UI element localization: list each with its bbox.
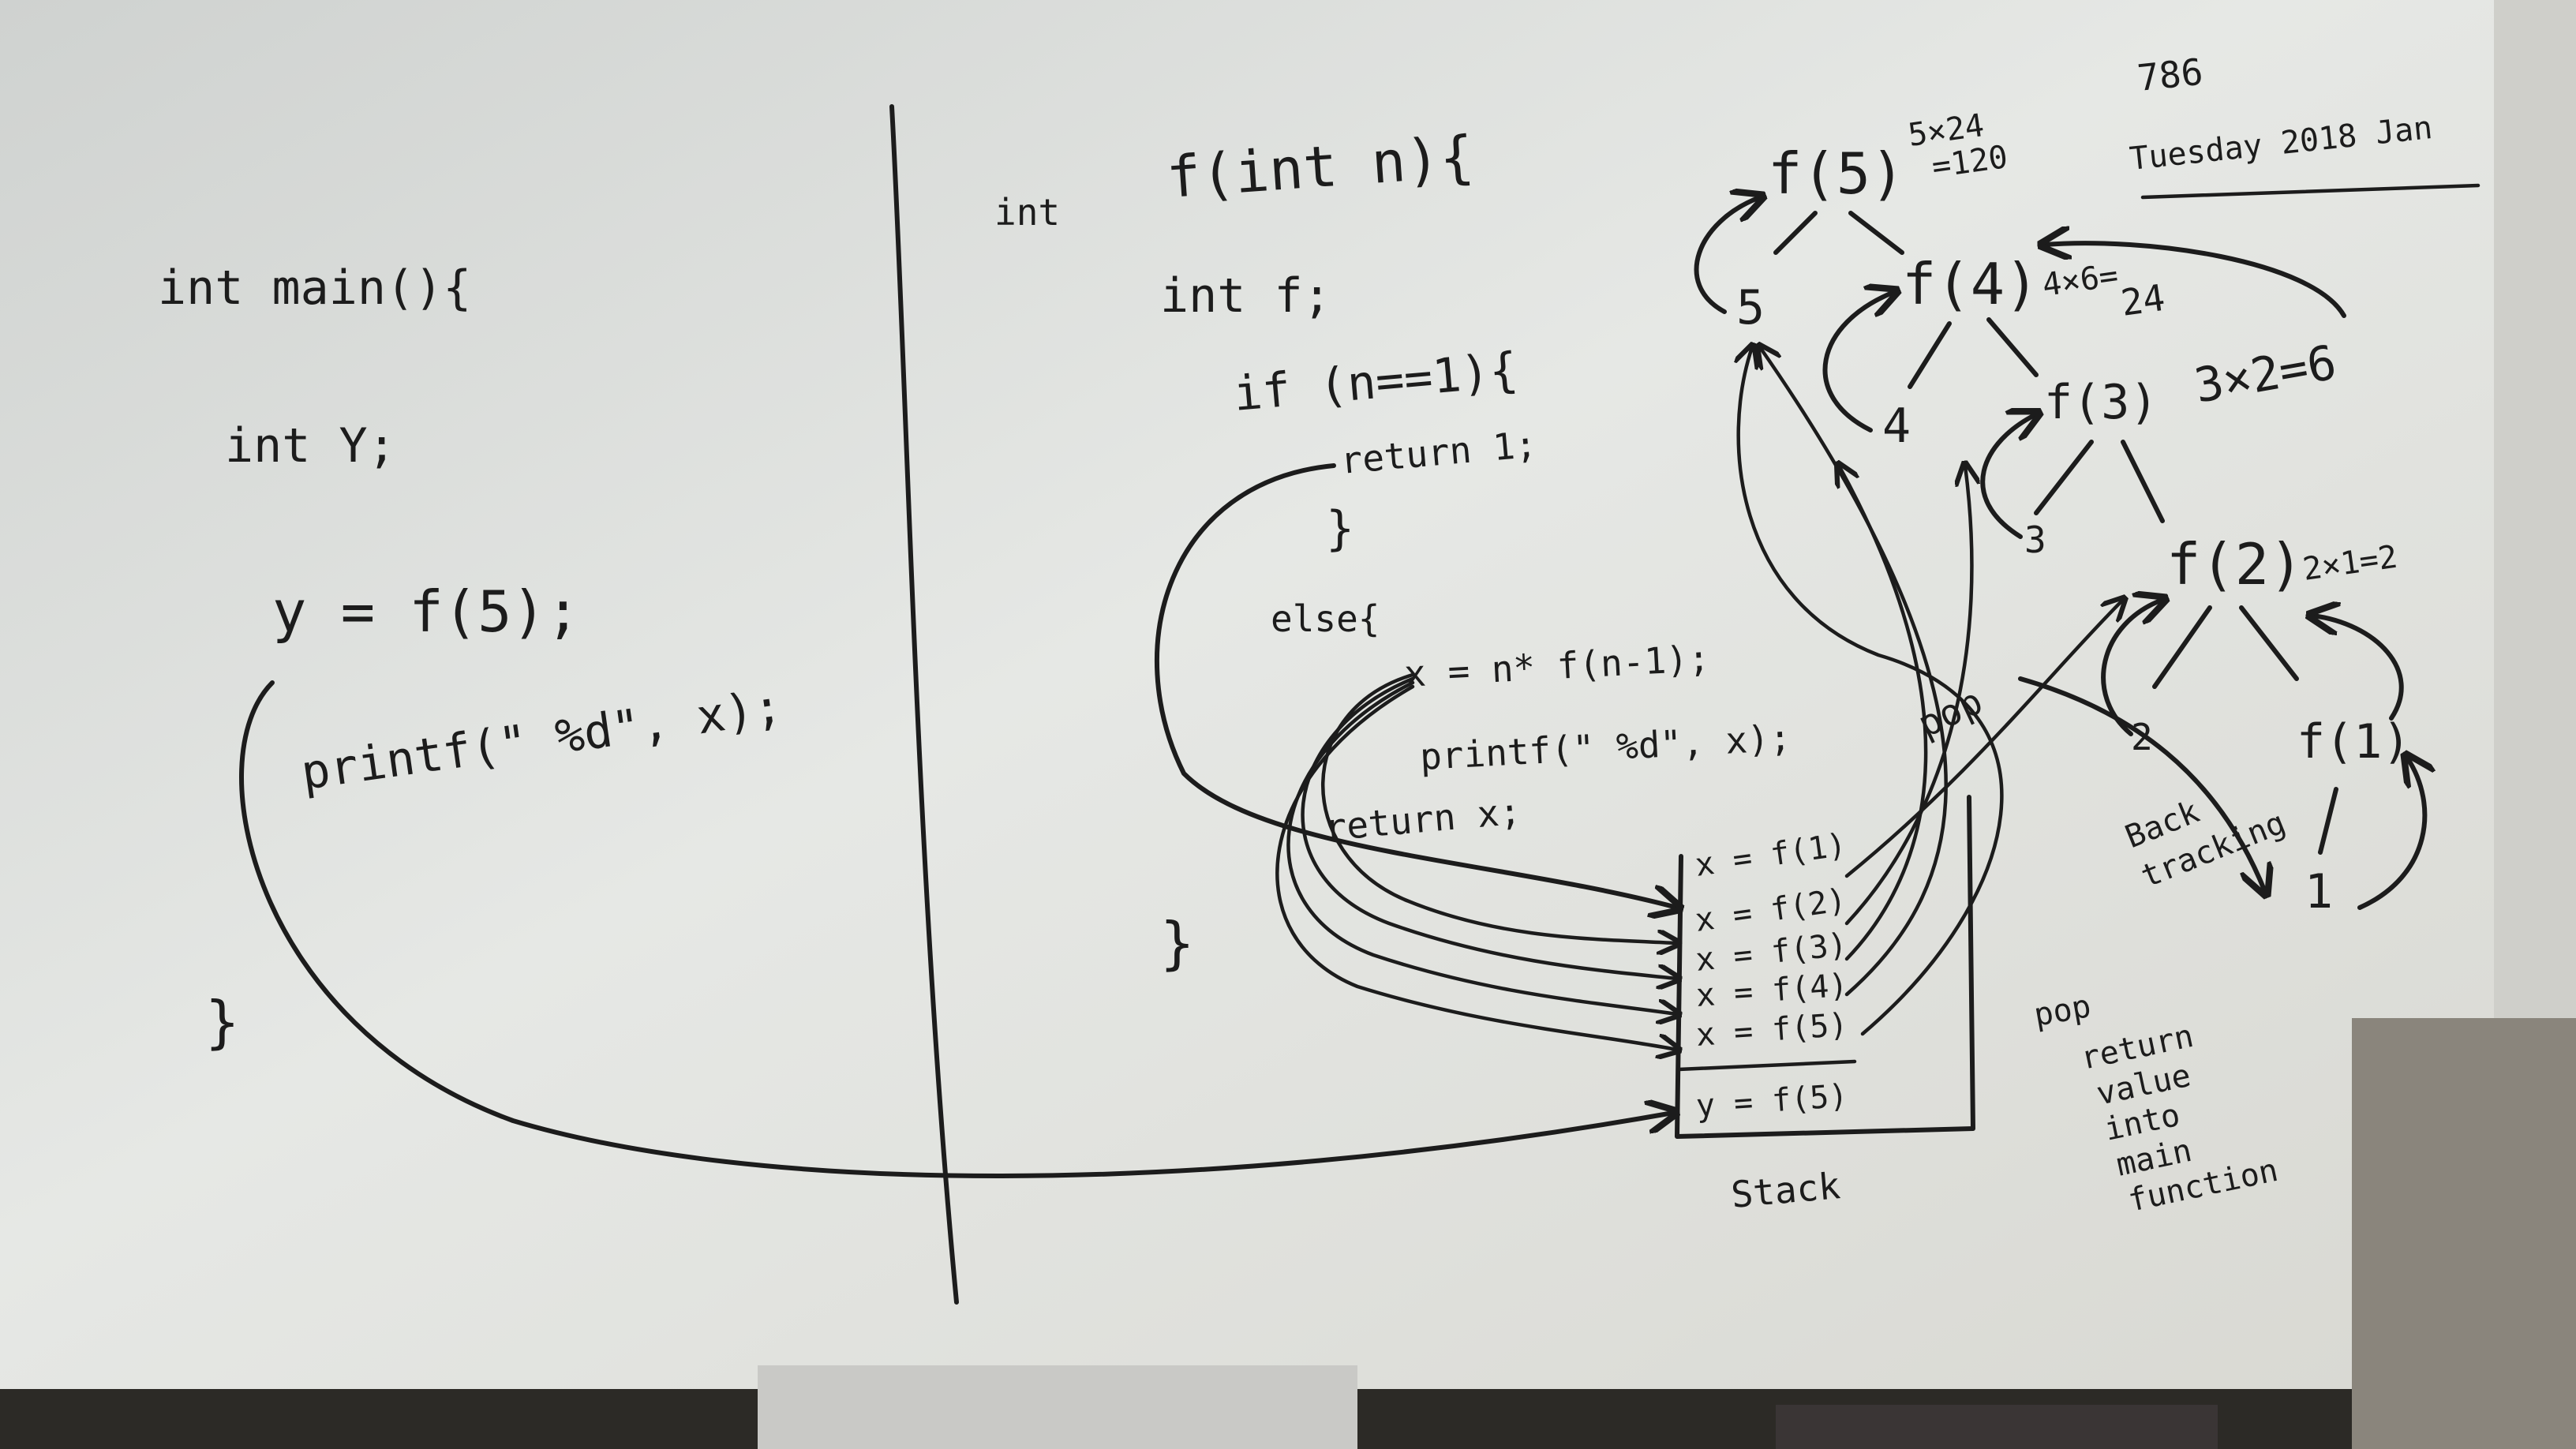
corner-underline [2140,183,2481,200]
recur-to-stack-arrow [1301,676,1677,979]
main-header: int main(){ [158,260,471,316]
tree-edge [1848,211,1904,255]
tree-leaf-5: 5 [1736,280,1765,335]
backtrack-arrow [1980,414,2036,539]
tree-leaf-3: 3 [2024,519,2046,561]
return-to-stack-arrow [1154,463,1677,908]
tree-edge [2034,440,2094,515]
stack-to-tree-arrow [1739,347,2004,1036]
keyboard-shape [758,1365,1357,1449]
backtrack-arrow [1822,292,1894,432]
corner-number: 786 [2136,51,2205,99]
tree-edge [1986,317,2039,377]
main-call: y = f(5); [272,578,580,645]
recur-to-stack-arrow [1286,680,1677,1014]
func-header-type: int [994,191,1060,234]
stack-to-tree-arrow [1844,466,1971,926]
main-close: } [205,989,239,1055]
backtrack-arrow [2018,676,2265,892]
tree-node-f2: f(2) [2166,531,2303,597]
backtrack-arrow [2044,243,2346,318]
tree-node-f5: f(5) [1768,140,1904,207]
tree-result-f4-b: 24 [2118,276,2167,324]
book-stack-shape [2352,1018,2576,1449]
func-else: else{ [1271,597,1380,640]
tree-edge [2318,787,2338,855]
recur-to-stack-arrow [1275,684,1677,1050]
main-to-stack-arrow [239,680,1673,1178]
stack-to-tree-arrow [1760,347,1948,997]
stack-divider [1676,1059,1857,1072]
tree-leaf-1: 1 [2305,864,2333,919]
backtrack-arrow [1694,197,1760,314]
tree-node-f4: f(4) [1902,251,2039,317]
stack-box [1675,795,1975,1139]
main-decl: int Y; [225,418,396,474]
func-close-if: } [1326,501,1354,556]
stack-label: Stack [1729,1164,1842,1216]
tree-edge [1908,321,1952,389]
tree-edge [1773,211,1818,255]
backtrack-arrow [2357,758,2424,910]
stack-to-tree-arrow [1844,600,2123,878]
book-dark-shape [1776,1405,2218,1449]
tree-node-f3: f(3) [2044,375,2159,430]
func-decl: int f; [1160,268,1331,324]
call-stack: x = f(1) x = f(2) x = f(3) x = f(4) x = … [1675,680,2094,1216]
divider-line [889,104,959,1305]
tree-edge [2152,605,2212,689]
tree-edge [2121,440,2165,523]
tree-node-f1: f(1) [2297,714,2411,769]
tree-leaf-4: 4 [1882,399,1911,454]
backtrack-arrow [2312,616,2404,721]
func-close: } [1160,910,1194,976]
tree-edge [2239,605,2299,681]
